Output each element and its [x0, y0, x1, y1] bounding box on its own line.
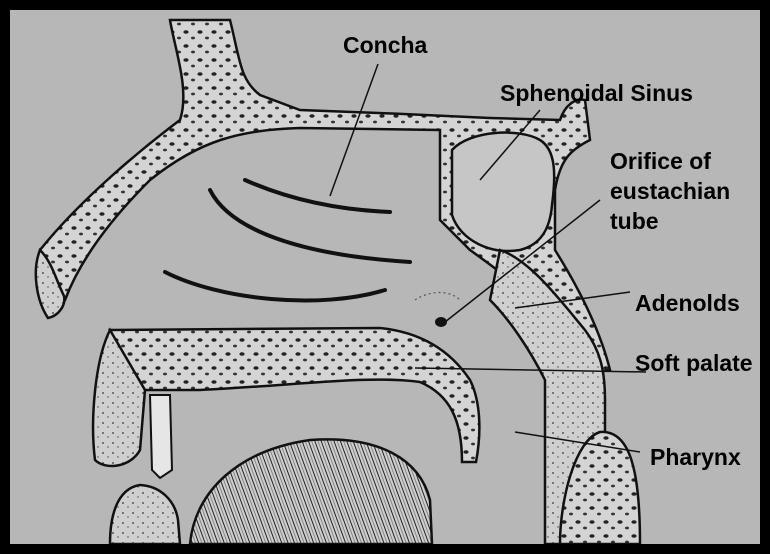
concha-superior — [245, 180, 390, 212]
concha-inferior — [165, 272, 385, 300]
label-pharynx: Pharynx — [650, 444, 741, 470]
lower-lip — [110, 485, 180, 544]
label-sphenoidal-sinus: Sphenoidal Sinus — [500, 80, 693, 106]
label-soft-palate: Soft palate — [635, 350, 753, 376]
tongue — [190, 439, 432, 544]
label-concha: Concha — [343, 32, 427, 58]
label-adenoids: Adenolds — [635, 290, 740, 316]
incisor-tooth — [150, 395, 172, 478]
sphenoid-sinus-outline — [452, 133, 554, 251]
label-orifice-line2: eustachian — [610, 178, 730, 204]
label-orifice-line1: Orifice of — [610, 148, 711, 174]
label-orifice-line3: tube — [610, 208, 659, 234]
